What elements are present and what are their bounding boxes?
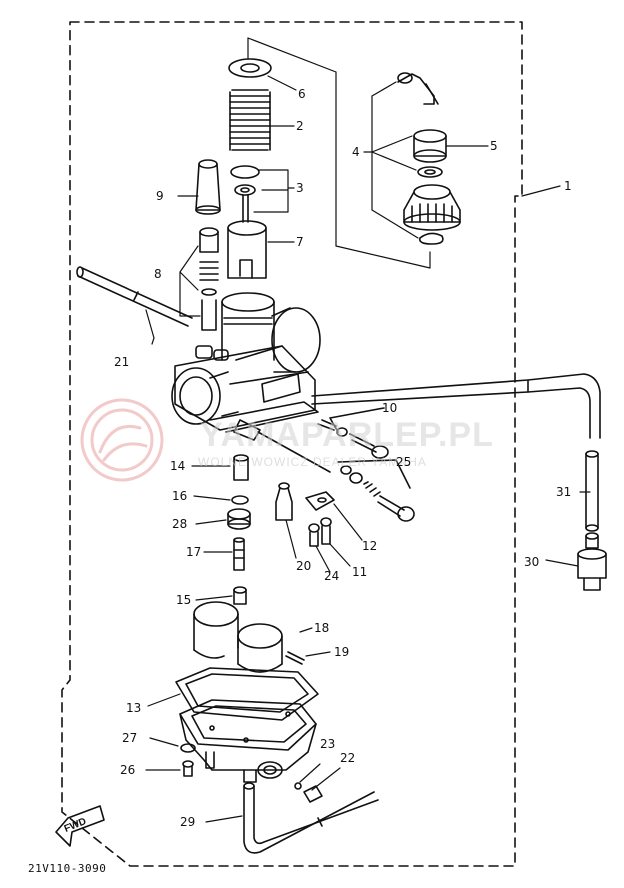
- callout-10: 10: [382, 401, 398, 415]
- part-17-jet-holder: [233, 537, 245, 571]
- part-22-drain-screw: [303, 785, 323, 803]
- callout-19: 19: [334, 645, 350, 659]
- callout-20: 20: [296, 559, 312, 573]
- callout-16: 16: [172, 489, 188, 503]
- part-5-cap-top: [413, 129, 447, 163]
- float-chamber: [179, 699, 317, 783]
- part-20-main-jet: [275, 482, 293, 521]
- watermark-logo: [80, 398, 164, 482]
- part-3-clip: [230, 165, 260, 223]
- callout-21: 21: [114, 355, 130, 369]
- part-23-o-ring: [294, 782, 302, 790]
- callout-15: 15: [176, 593, 192, 607]
- part-18-float: [193, 601, 283, 673]
- callout-25: 25: [396, 455, 412, 469]
- part-27-washer: [180, 743, 196, 753]
- part-24-screw: [308, 523, 320, 547]
- part-28-spacer: [227, 508, 251, 530]
- part-21-pipe: [76, 266, 193, 327]
- part-8-pilot-screw-set: [199, 227, 219, 331]
- part-25-screw-set: [337, 459, 415, 522]
- carburetor-body: [171, 292, 321, 441]
- callout-18: 18: [314, 621, 330, 635]
- part-26-screw: [182, 760, 194, 777]
- part-31-hose: [311, 373, 601, 532]
- callout-29: 29: [180, 815, 196, 829]
- callout-24: 24: [324, 569, 340, 583]
- callout-8: 8: [154, 267, 162, 281]
- callout-28: 28: [172, 517, 188, 531]
- callout-9: 9: [156, 189, 164, 203]
- callout-11: 11: [352, 565, 368, 579]
- part-6-washer: [228, 58, 272, 78]
- part-4-cable-adjuster: [397, 72, 439, 105]
- part-4-c-clip: [418, 232, 444, 245]
- part-code: 21V110-3090: [28, 862, 107, 875]
- callout-4: 4: [352, 145, 360, 159]
- callout-3: 3: [296, 181, 304, 195]
- callout-31: 31: [556, 485, 572, 499]
- callout-22: 22: [340, 751, 356, 765]
- part-2-spring: [229, 89, 271, 151]
- callout-30: 30: [524, 555, 540, 569]
- part-12-plate: [305, 491, 335, 511]
- callout-2: 2: [296, 119, 304, 133]
- callout-5: 5: [490, 139, 498, 153]
- callout-17: 17: [186, 545, 202, 559]
- watermark-subtext: WOLNE WOWICZ DEALER YAMAHA: [198, 455, 427, 469]
- callout-26: 26: [120, 763, 136, 777]
- part-7-throttle-valve: [227, 220, 267, 279]
- part-10-screw-set: [317, 407, 389, 459]
- part-29-drain-hose: [243, 782, 379, 854]
- callout-23: 23: [320, 737, 336, 751]
- callout-14: 14: [170, 459, 186, 473]
- part-15-pilot-jet: [233, 586, 247, 605]
- part-11-screw: [320, 517, 332, 545]
- callout-1: 1: [564, 179, 572, 193]
- callout-13: 13: [126, 701, 142, 715]
- leader-lines: [145, 75, 591, 823]
- callout-7: 7: [296, 235, 304, 249]
- callout-12: 12: [362, 539, 378, 553]
- part-16-o-ring: [231, 495, 249, 505]
- part-19-float-pin: [285, 651, 305, 665]
- part-9-cap: [195, 159, 221, 215]
- part-14-needle-jet: [233, 454, 249, 481]
- callout-27: 27: [122, 731, 138, 745]
- part-30-fitting: [577, 532, 607, 591]
- fwd-arrow-icon: [55, 805, 105, 847]
- callout-6: 6: [298, 87, 306, 101]
- part-4-nut-washer: [417, 166, 443, 178]
- mixing-chamber-top: [403, 184, 461, 231]
- watermark-text: YAMAPARLEP.PL: [200, 416, 494, 454]
- bracket-lines: [247, 37, 431, 269]
